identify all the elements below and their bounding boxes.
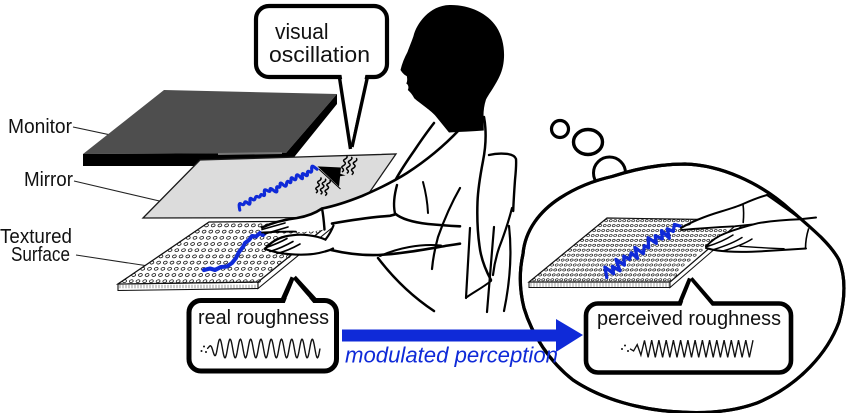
svg-text:Mirror: Mirror (24, 169, 73, 191)
svg-text:Monitor: Monitor (8, 116, 72, 138)
svg-text:visual: visual (275, 19, 329, 44)
svg-text:Textured: Textured (0, 226, 72, 248)
svg-text:perceived roughness: perceived roughness (597, 308, 781, 330)
svg-text:Surface: Surface (11, 244, 70, 266)
svg-text:real roughness: real roughness (198, 307, 329, 329)
svg-text:modulated perception: modulated perception (345, 343, 558, 368)
svg-text:oscillation: oscillation (269, 42, 370, 67)
